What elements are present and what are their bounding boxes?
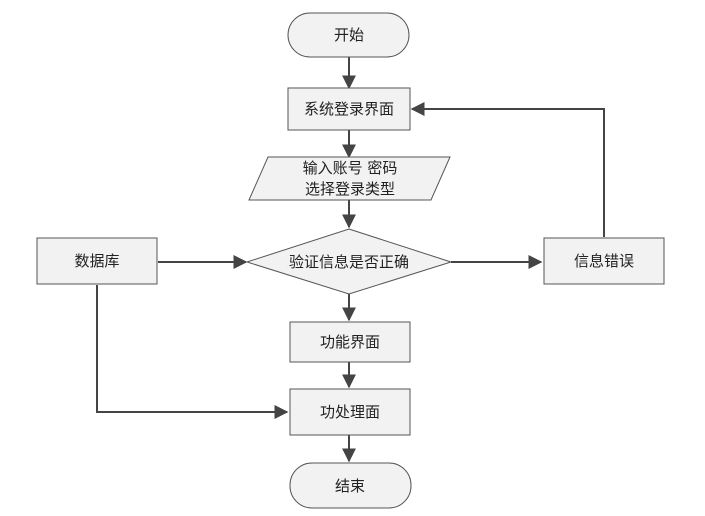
- node-verify-label: 验证信息是否正确: [289, 253, 409, 271]
- node-start-label: 开始: [334, 26, 364, 44]
- node-login-screen-label: 系统登录界面: [304, 100, 394, 118]
- node-processing-screen: [289, 388, 411, 436]
- node-database-label: 数据库: [74, 252, 119, 270]
- edge-error-to-login: [410, 102, 605, 237]
- node-input-label-line1: 输入账号 密码: [303, 159, 398, 177]
- node-verify: [245, 228, 453, 295]
- node-end: [289, 462, 412, 509]
- node-function-screen-label: 功能界面: [320, 333, 380, 351]
- node-end-label: 结束: [335, 477, 365, 495]
- node-error-label: 信息错误: [574, 252, 634, 270]
- node-function-screen: [289, 321, 411, 363]
- node-login-screen: [287, 87, 411, 131]
- node-input: [248, 156, 451, 201]
- node-database: [36, 237, 158, 285]
- node-start: [287, 12, 410, 58]
- edge-database-to-processing: [96, 285, 289, 419]
- node-input-label-line2: 选择登录类型: [305, 180, 395, 198]
- node-processing-screen-label: 功处理面: [320, 403, 380, 421]
- node-error: [543, 237, 665, 285]
